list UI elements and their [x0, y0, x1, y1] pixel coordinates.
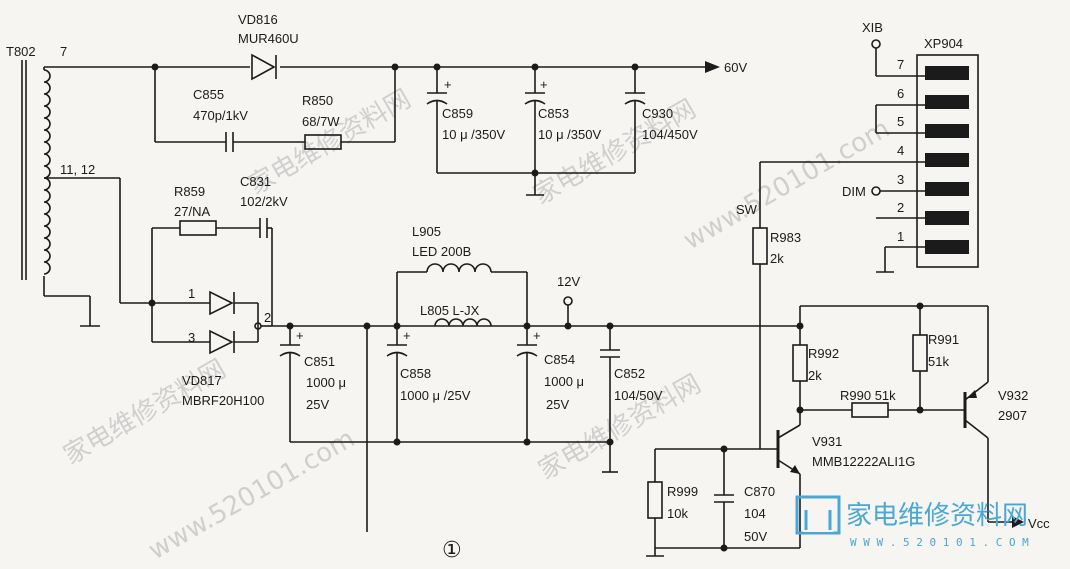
r999-value: 10k — [667, 506, 688, 521]
vcc-label: Vcc — [1028, 516, 1050, 531]
xp904-pin1: 1 — [897, 229, 904, 244]
watermark-site: www.520101.com — [144, 424, 361, 566]
snubber-r859-c831: R859 27/NA C831 102/2kV — [151, 174, 288, 342]
r992-value: 2k — [808, 368, 822, 383]
c852-label: C852 — [614, 366, 645, 381]
r859-label: R859 — [174, 184, 205, 199]
c854-value: 1000 μ — [544, 374, 584, 389]
c855-label: C855 — [193, 87, 224, 102]
c858-label: C858 — [400, 366, 431, 381]
c831-label: C831 — [240, 174, 271, 189]
c870-value: 104 — [744, 506, 766, 521]
plus-mark: + — [444, 77, 452, 92]
brand-text: 家电维修资料网 — [846, 501, 1028, 531]
dim-label: DIM — [842, 184, 866, 199]
c853-value: 10 μ /350V — [538, 127, 601, 142]
xib-label: XIB — [862, 20, 883, 35]
c854-voltage: 25V — [546, 397, 569, 412]
rail-12v: 12V — [272, 274, 804, 532]
c859-label: C859 — [442, 106, 473, 121]
c851-label: C851 — [304, 354, 335, 369]
vd816-part-label: MUR460U — [238, 31, 299, 46]
v12-label: 12V — [557, 274, 580, 289]
c831-value: 102/2kV — [240, 194, 288, 209]
vd816-label: VD816 — [238, 12, 278, 27]
snubber-c855-r850: C855 470p/1kV R850 68/7W — [154, 67, 396, 152]
plus-mark: + — [403, 328, 411, 343]
v932-part-label: 2907 — [998, 408, 1027, 423]
c851-value: 1000 μ — [306, 375, 346, 390]
c852-value: 104/50V — [614, 388, 663, 403]
c930-label: C930 — [642, 106, 673, 121]
t802-pin1112-label: 11, 12 — [60, 162, 95, 177]
v931-part-label: MMB12222ALI1G — [812, 454, 915, 469]
r850-label: R850 — [302, 93, 333, 108]
connector-xp904: XP904 7 6 5 4 3 2 1 XIB DIM — [759, 20, 979, 273]
vd817-pin2: 2 — [264, 310, 271, 325]
vd817-pin1: 1 — [188, 286, 195, 301]
arrow-vcc-icon — [1012, 516, 1024, 528]
c854-label: C854 — [544, 352, 575, 367]
l905-label: L905 — [412, 224, 441, 239]
xp904-pin4: 4 — [897, 143, 904, 158]
brand-url: W W W . 5 2 0 1 0 1 . C O M — [850, 536, 1029, 549]
c853-label: C853 — [538, 106, 569, 121]
tap-1112 — [43, 177, 210, 327]
r983-label: R983 — [770, 230, 801, 245]
r991-label: R991 — [928, 332, 959, 347]
arrow-60v-icon — [705, 61, 720, 73]
diode-vd816: VD816 MUR460U — [238, 12, 299, 81]
r991-value: 51k — [928, 354, 949, 369]
hv-rail-60v: 60V — [43, 60, 747, 75]
c859-value: 10 μ /350V — [442, 127, 505, 142]
xp904-pin6: 6 — [897, 86, 904, 101]
r992-label: R992 — [808, 346, 839, 361]
xp904-pin5: 5 — [897, 114, 904, 129]
r859-value: 27/NA — [174, 204, 210, 219]
vd817-part-label: MBRF20H100 — [182, 393, 264, 408]
c870-label: C870 — [744, 484, 775, 499]
vd817-pin3: 3 — [188, 330, 195, 345]
figure-number: ① — [442, 537, 462, 562]
xp904-pin2: 2 — [897, 200, 904, 215]
brand-logo: 家电维修资料网 W W W . 5 2 0 1 0 1 . C O M — [795, 495, 1029, 549]
transformer-t802: T802 7 11, 12 — [6, 44, 95, 280]
l805-label: L805 L-JX — [420, 303, 480, 318]
xp904-pin7: 7 — [897, 57, 904, 72]
c855-value: 470p/1kV — [193, 108, 248, 123]
c870-voltage: 50V — [744, 529, 767, 544]
v60-label: 60V — [724, 60, 747, 75]
r999-label: R999 — [667, 484, 698, 499]
watermark-text: 家电维修资料网 — [59, 354, 232, 471]
brand-logo-icon — [795, 495, 841, 535]
v931-label: V931 — [812, 434, 842, 449]
filter-caps-12v: + + + C851 1000 μ 25V C858 1000 μ /25V C… — [279, 326, 663, 473]
r990-label: R990 51k — [840, 388, 896, 403]
xp904-pin3: 3 — [897, 172, 904, 187]
plus-mark: + — [296, 328, 304, 343]
v932-label: V932 — [998, 388, 1028, 403]
c858-value: 1000 μ /25V — [400, 388, 471, 403]
r983-value: 2k — [770, 251, 784, 266]
plus-mark: + — [540, 77, 548, 92]
c930-value: 104/450V — [642, 127, 698, 142]
resistor-r983: SW R983 2k — [736, 202, 801, 326]
l905-value: LED 200B — [412, 244, 471, 259]
xp904-label: XP904 — [924, 36, 963, 51]
filter-caps-60v: + + C859 10 μ /350V C853 10 μ /350V C930… — [426, 67, 698, 196]
t802-pin7-label: 7 — [60, 44, 67, 59]
sw-label: SW — [736, 202, 758, 217]
c851-voltage: 25V — [306, 397, 329, 412]
vd817-label: VD817 — [182, 373, 222, 388]
plus-mark: + — [533, 328, 541, 343]
r850-value: 68/7W — [302, 114, 340, 129]
diode-vd817: 1 3 2 VD817 MBRF20H100 — [148, 286, 273, 408]
t802-label: T802 — [6, 44, 36, 59]
inductors-l905-l805: L905 LED 200B L805 L-JX — [396, 224, 528, 327]
vcc-switch-circuit: Vcc R992 2k R991 51k R990 51k V932 2907 … — [646, 302, 1050, 557]
